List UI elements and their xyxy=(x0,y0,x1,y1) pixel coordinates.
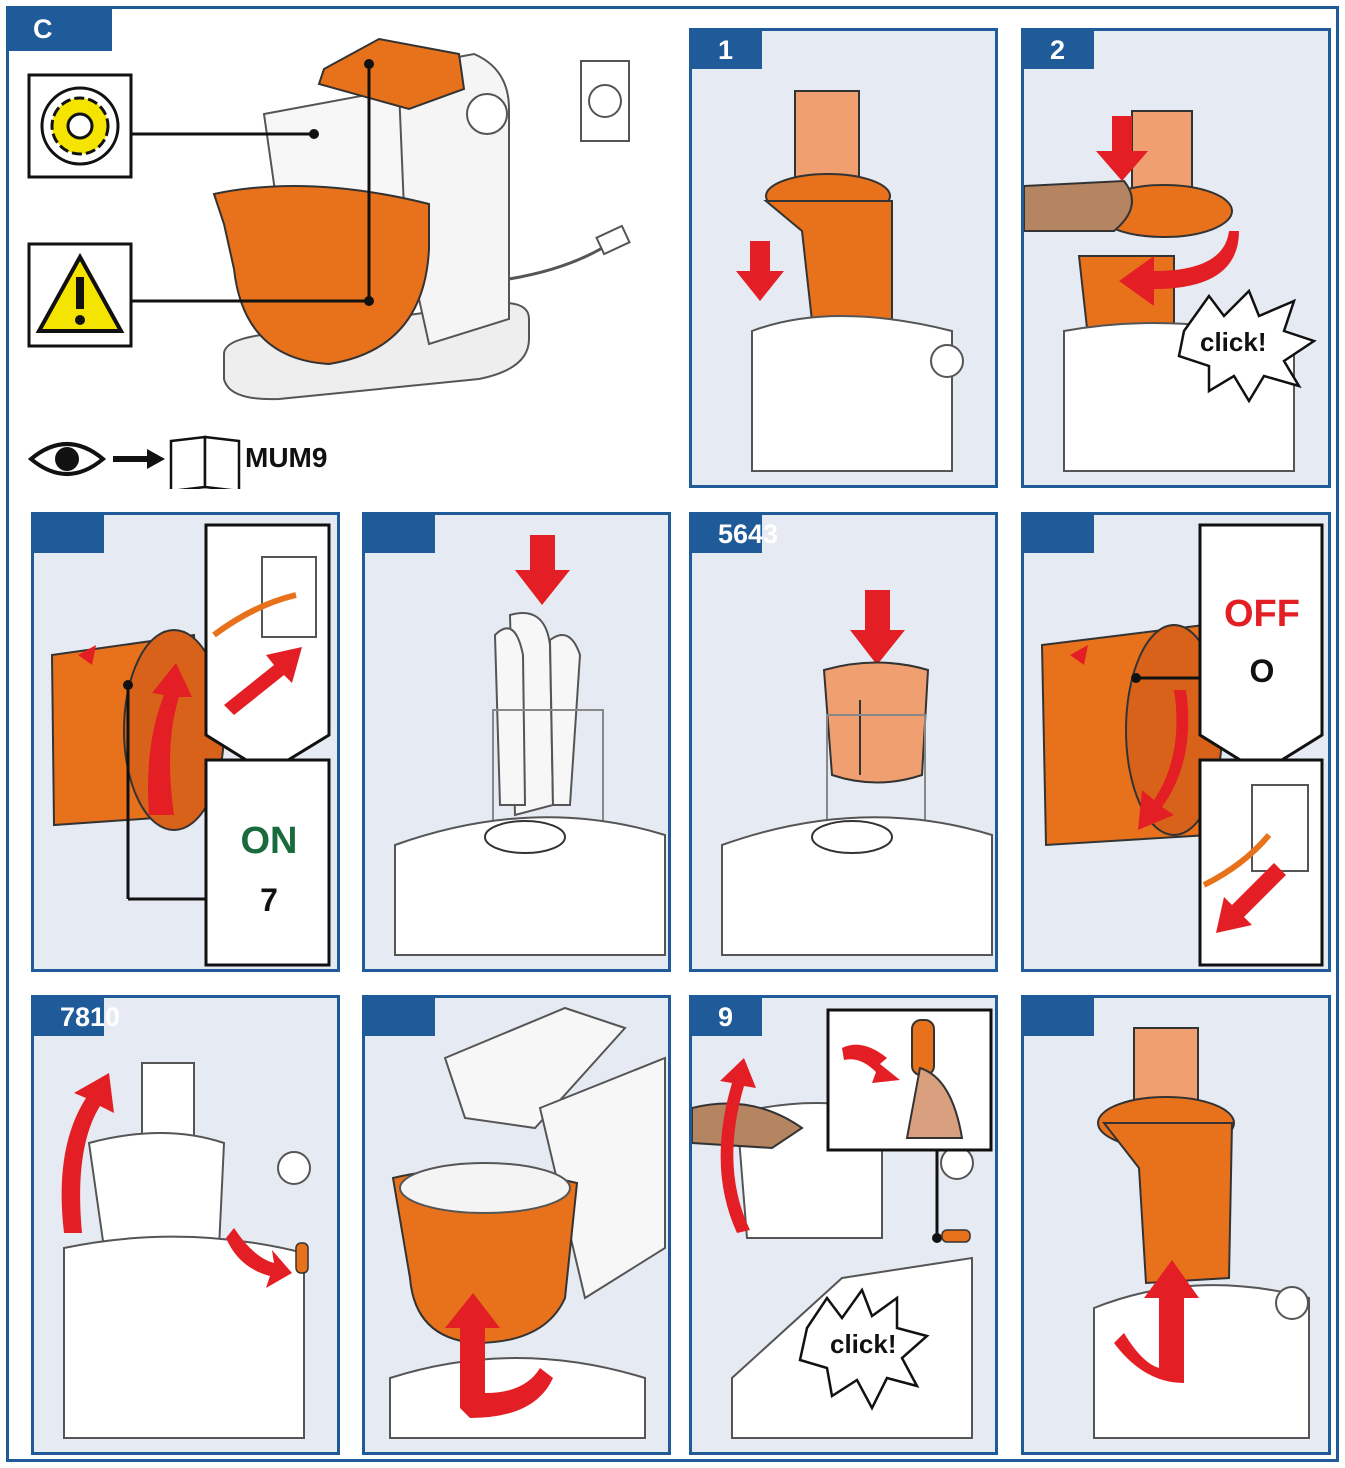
step-number: 2 xyxy=(1024,31,1094,69)
instruction-sheet: C xyxy=(6,6,1339,1462)
step-panel-10 xyxy=(1021,995,1331,1455)
section-tag: C xyxy=(9,9,112,51)
step-number xyxy=(34,515,104,553)
manual-label: MUM9 xyxy=(245,442,328,473)
step-number: 7810 xyxy=(34,998,120,1036)
overview-illustration xyxy=(27,37,631,489)
speed-value: 7 xyxy=(260,882,278,918)
gear-icon xyxy=(40,86,120,166)
step-panel-1: 1 xyxy=(689,28,998,488)
click-label: click! xyxy=(1200,327,1267,357)
book-icon xyxy=(169,435,241,489)
step-panel-9: 9 click! xyxy=(689,995,998,1455)
off-symbol: O xyxy=(1249,653,1275,689)
step-number xyxy=(365,998,435,1036)
socket-icon xyxy=(1251,784,1309,872)
step-panel-5: 5643 xyxy=(689,512,998,972)
step-number xyxy=(1024,515,1094,553)
off-label: OFF xyxy=(1224,593,1300,635)
step-panel-6: OFF O xyxy=(1021,512,1331,972)
plug-icon xyxy=(595,224,631,256)
step-panel-2: 2 click! xyxy=(1021,28,1331,488)
step-number: 1 xyxy=(692,31,762,69)
socket-icon xyxy=(580,60,630,142)
on-label: ON xyxy=(240,820,298,862)
arrow-right-icon xyxy=(113,449,165,469)
step-number: 5643 xyxy=(692,515,778,553)
step-number: 9 xyxy=(692,998,762,1036)
step-number xyxy=(365,515,435,553)
click-label: click! xyxy=(830,1329,897,1359)
step-panel-4 xyxy=(362,512,671,972)
step-number xyxy=(1024,998,1094,1036)
step-panel-8 xyxy=(362,995,671,1455)
eye-icon xyxy=(27,442,107,476)
warning-icon xyxy=(35,252,125,333)
step-panel-7: 7810 xyxy=(31,995,340,1455)
step-panel-3: ON 7 xyxy=(31,512,340,972)
